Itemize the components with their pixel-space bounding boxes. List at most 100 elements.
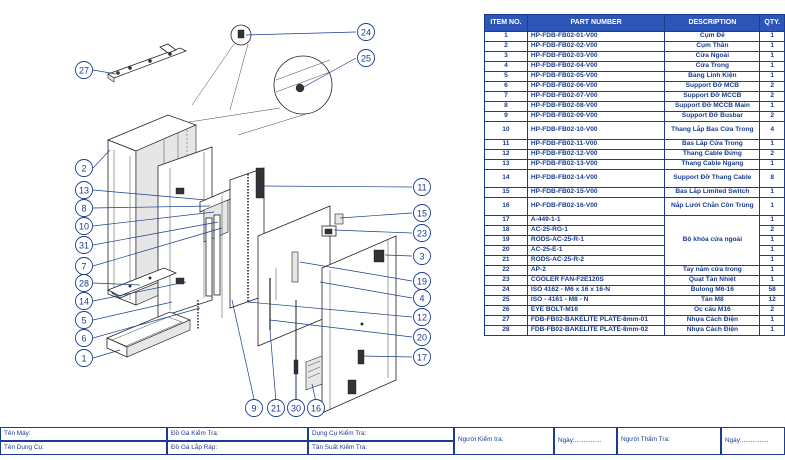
bom-description: Cụm Thân <box>664 41 761 52</box>
callout-10: 10 <box>75 217 93 235</box>
bom-item-no: 25 <box>484 295 528 306</box>
bom-item-no: 15 <box>484 187 528 198</box>
callout-3: 3 <box>413 247 431 265</box>
bom-description: Tán M8 <box>664 295 761 306</box>
callout-4: 4 <box>413 289 431 307</box>
callout-number: 31 <box>79 241 89 251</box>
exploded-assembly-view: 2425272138103172814561111523319412201792… <box>75 23 431 417</box>
bom-item-no: 21 <box>484 255 528 266</box>
header-qty: QTY. <box>759 14 785 32</box>
callout-number: 1 <box>81 354 86 364</box>
tb-nguoi-tham-tra: Người Thẩm Tra: <box>617 427 721 455</box>
bom-description: Cửa Trong <box>664 61 761 72</box>
bom-part-number: HP-FDB-FB02-16-V00 <box>526 197 666 216</box>
bom-item-no: 20 <box>484 245 528 256</box>
callout-9: 9 <box>245 399 263 417</box>
callout-number: 7 <box>81 262 86 272</box>
bom-part-number: RODS-AC-25-R-2 <box>526 255 666 266</box>
callout-6: 6 <box>75 329 93 347</box>
bom-qty: 2 <box>759 225 785 236</box>
bom-item-no: 28 <box>484 325 528 336</box>
bom-description: Nhựa Cách Điện <box>664 315 761 326</box>
callout-number: 2 <box>81 164 86 174</box>
tb-tan-suat-kiem-tra: Tần Suất Kiểm Tra: <box>308 441 454 455</box>
bom-part-number: HP-FDB-FB02-01-V00 <box>526 31 666 42</box>
bom-item-no: 10 <box>484 121 528 140</box>
bom-description: Bas Lắp Cửa Trong <box>664 139 761 150</box>
bom-item-no: 22 <box>484 265 528 276</box>
callout-15: 15 <box>413 204 431 222</box>
bom-part-number: HP-FDB-FB02-13-V00 <box>526 159 666 170</box>
callout-14: 14 <box>75 292 93 310</box>
bom-item-no: 12 <box>484 149 528 160</box>
part-interior-components <box>197 167 265 330</box>
bom-description: Quạt Tản Nhiệt <box>664 275 761 286</box>
bom-item-no: 6 <box>484 81 528 92</box>
bom-qty: 1 <box>759 61 785 72</box>
part-fan-grill-16 <box>305 355 323 391</box>
part-limit-switch-bracket-15 <box>321 213 344 237</box>
tb-do-ga-kiem-tra: Đồ Gá Kiểm Tra: <box>167 427 308 441</box>
callout-number: 8 <box>81 204 86 214</box>
bom-item-no: 18 <box>484 225 528 236</box>
bom-item-no: 16 <box>484 197 528 216</box>
part-bakelite-plate-27 <box>107 43 187 83</box>
bom-item-no: 26 <box>484 305 528 316</box>
bom-qty: 1 <box>759 101 785 112</box>
bom-part-number: HP-FDB-FB02-15-V00 <box>526 187 666 198</box>
bom-part-number: ISO - 4161 - M8 - N <box>526 295 666 306</box>
callout-number: 6 <box>81 334 86 344</box>
bom-description: Nắp Lưới Chắn Côn Trùng <box>664 197 761 216</box>
callout-leaders <box>92 31 413 403</box>
bom-qty: 1 <box>759 275 785 286</box>
bom-qty: 1 <box>759 187 785 198</box>
bom-item-no: 4 <box>484 61 528 72</box>
bom-qty: 2 <box>759 91 785 102</box>
callout-number: 25 <box>361 54 371 64</box>
bom-qty: 1 <box>759 325 785 336</box>
bom-qty: 2 <box>759 111 785 122</box>
bom-item-no: 13 <box>484 159 528 170</box>
callout-number: 5 <box>81 316 86 326</box>
bom-part-number: A-449-1-1 <box>526 215 666 226</box>
callout-number: 13 <box>79 186 89 196</box>
bom-part-number: HP-FDB-FB02-11-V00 <box>526 139 666 150</box>
bom-qty: 1 <box>759 51 785 62</box>
bom-qty: 2 <box>759 81 785 92</box>
callout-16: 16 <box>307 399 325 417</box>
bom-description: Bas Lắp Limited Switch <box>664 187 761 198</box>
callout-27: 27 <box>75 61 93 79</box>
bom-part-number: FDB-FB02-BAKELITE PLATE-8mm-01 <box>526 315 666 326</box>
callout-21: 21 <box>267 399 285 417</box>
tb-ten-may: Tên Máy: <box>0 427 167 441</box>
bom-item-no: 27 <box>484 315 528 326</box>
bom-description: Tay nắm cửa trong <box>664 265 761 276</box>
callout-number: 30 <box>291 404 301 414</box>
bom-item-no: 1 <box>484 31 528 42</box>
bom-item-no: 17 <box>484 215 528 226</box>
callout-number: 24 <box>361 28 371 38</box>
callout-number: 9 <box>251 404 256 414</box>
detail-nut-25 <box>169 55 333 136</box>
bom-part-number: EYE BOLT-M16 <box>526 305 666 316</box>
bom-part-number: HP-FDB-FB02-05-V00 <box>526 71 666 82</box>
callout-number: 16 <box>311 404 321 414</box>
callout-5: 5 <box>75 311 93 329</box>
callout-24: 24 <box>357 23 375 41</box>
bom-qty: 1 <box>759 235 785 246</box>
callout-20: 20 <box>413 328 431 346</box>
bom-qty: 1 <box>759 265 785 276</box>
bom-qty: 1 <box>759 71 785 82</box>
bom-item-no: 19 <box>484 235 528 246</box>
